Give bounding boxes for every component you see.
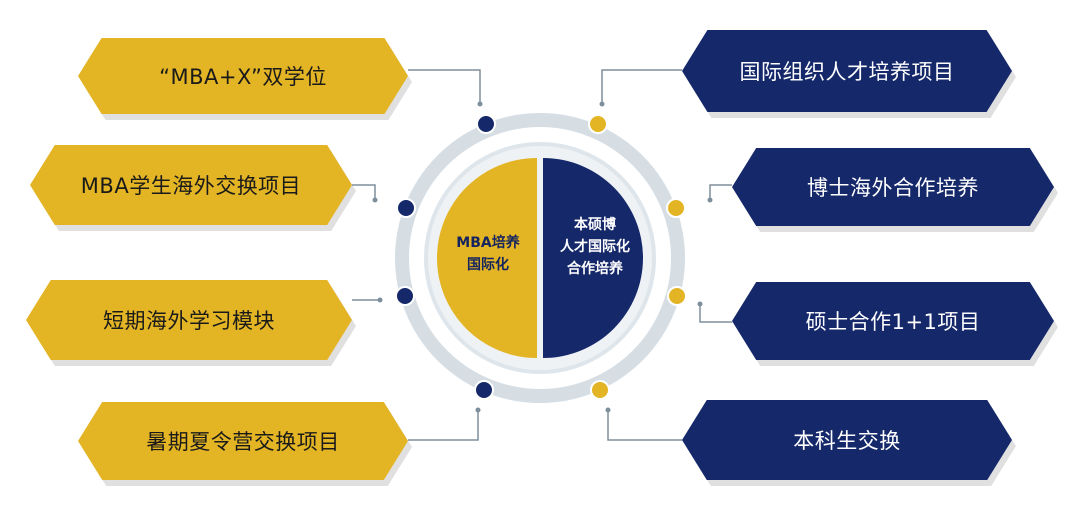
left-connector-line (352, 184, 376, 200)
left-connector-end (372, 197, 378, 203)
left-ring-dot (476, 114, 496, 134)
left-hexagon (78, 402, 408, 480)
right-connector-line (709, 184, 732, 200)
right-connector-line (699, 304, 732, 323)
right-ring-dot (667, 286, 687, 306)
left-connector-line (408, 69, 481, 104)
center-right-line: 合作培养 (567, 261, 623, 277)
right-connector-end (605, 407, 611, 413)
left-connector-end (477, 101, 483, 107)
right-hexagon (732, 148, 1054, 226)
right-connector-end (599, 101, 605, 107)
center-left-text: MBA培养 国际化 (440, 232, 536, 276)
outer-ring (395, 113, 685, 403)
right-hexagon (682, 30, 1012, 112)
right-ring-dot (666, 198, 686, 218)
right-ring-dot (590, 380, 610, 400)
right-connector-line (607, 410, 682, 441)
center-left-half (437, 158, 537, 358)
left-connector-end (475, 407, 481, 413)
center-right-text: 本硕博 人才国际化 合作培养 (545, 214, 645, 280)
left-ring-dot (474, 380, 494, 400)
center-right-line: 人才国际化 (560, 239, 630, 255)
left-hexagon (30, 145, 352, 225)
right-hexagon (682, 400, 1012, 480)
left-ring-dot (396, 198, 416, 218)
right-connector-line (601, 69, 682, 104)
left-connector-line (408, 410, 479, 441)
left-hexagon (26, 280, 352, 360)
center-left-line: 国际化 (467, 257, 509, 273)
right-connector-end (707, 197, 713, 203)
right-connector-end (697, 301, 703, 307)
center-right-line: 本硕博 (574, 217, 616, 233)
left-hexagon (78, 38, 408, 114)
left-ring-dot (395, 286, 415, 306)
right-ring-dot (588, 114, 608, 134)
right-hexagon (732, 282, 1054, 360)
center-left-line: MBA培养 (456, 235, 520, 251)
center-right-half (543, 158, 643, 358)
left-connector-end (377, 297, 383, 303)
